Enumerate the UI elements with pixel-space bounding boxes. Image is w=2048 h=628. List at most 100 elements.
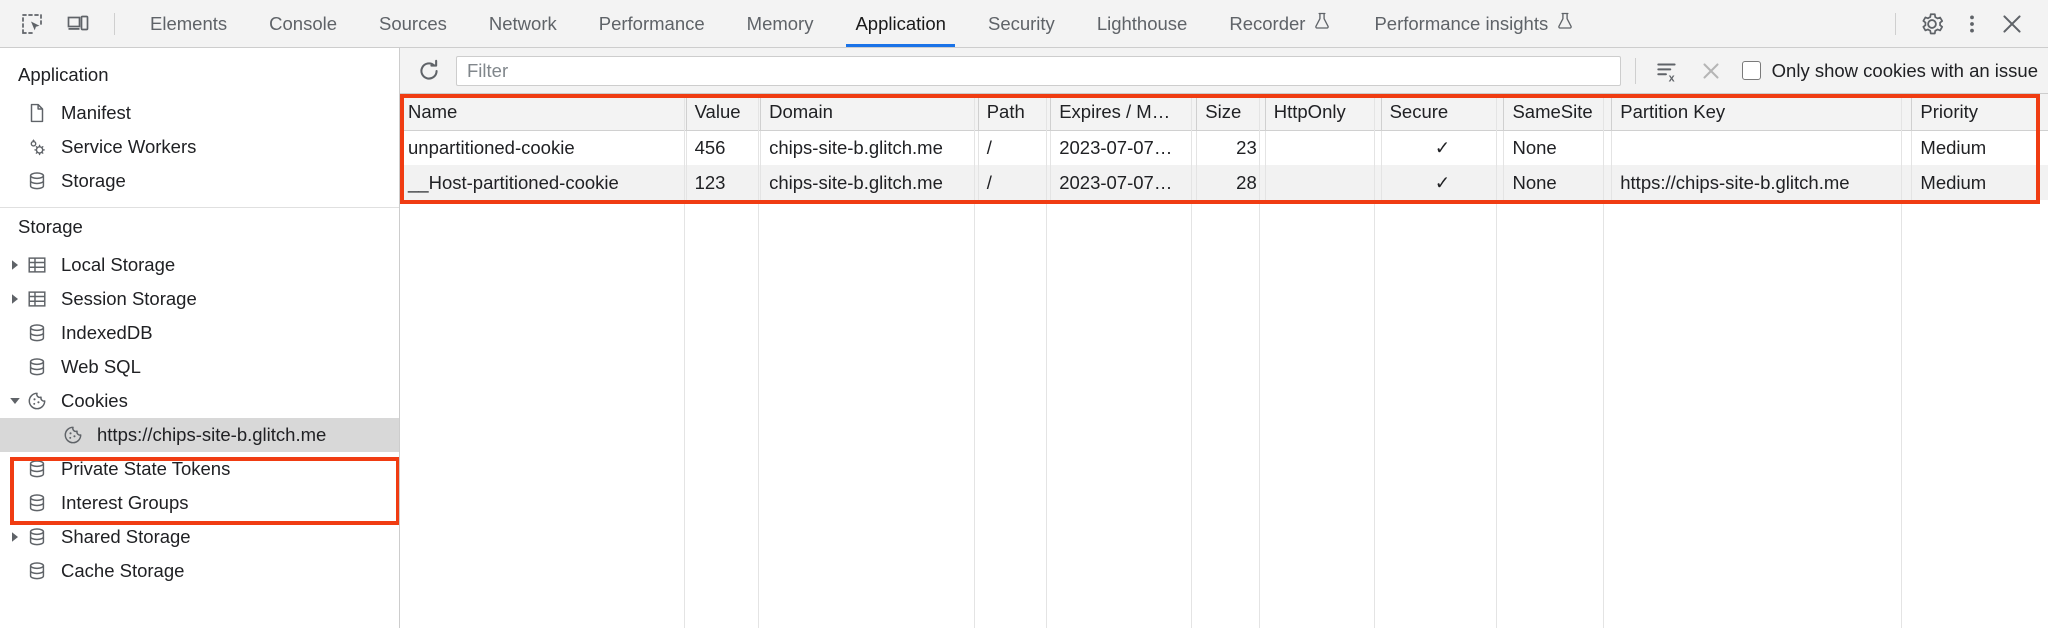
expand-triangle-collapsed-icon[interactable] [6, 528, 24, 546]
service-workers-gears-icon [26, 137, 54, 157]
tab-label: Performance insights [1374, 12, 1549, 34]
sidebar-item-label: Web SQL [61, 355, 141, 377]
column-header-path[interactable]: Path [978, 94, 1052, 131]
cell-priority: Medium [1911, 165, 2048, 200]
device-toolbar-icon[interactable] [60, 7, 96, 41]
sidebar-item-interest-groups[interactable]: Interest Groups [0, 486, 399, 520]
cell-priority: Medium [1911, 130, 2048, 165]
sidebar-item-label: IndexedDB [61, 321, 153, 343]
tab-performance[interactable]: Performance [578, 0, 726, 47]
expand-triangle-collapsed-icon[interactable] [6, 290, 24, 308]
sidebar-item-cache-storage[interactable]: Cache Storage [0, 554, 399, 588]
column-header-domain[interactable]: Domain [760, 94, 979, 131]
checkbox-box[interactable] [1741, 61, 1761, 80]
devtools-tab-bar: Elements Console Sources Network Perform… [0, 0, 2048, 48]
sidebar-item-cookies[interactable]: Cookies [0, 384, 399, 418]
clear-all-cookies-icon[interactable] [1694, 56, 1728, 86]
cell-size: 28 [1196, 165, 1266, 200]
filter-input[interactable] [456, 55, 1621, 86]
sidebar-item-label: Session Storage [61, 287, 197, 309]
sidebar-section-title-storage: Storage [18, 216, 83, 237]
sidebar-item-storage[interactable]: Storage [0, 164, 399, 198]
tab-label: Sources [379, 12, 447, 34]
more-options-icon[interactable] [1954, 7, 1990, 41]
database-icon [26, 493, 54, 513]
inspect-element-icon[interactable] [14, 7, 50, 41]
tab-memory[interactable]: Memory [726, 0, 835, 47]
expand-triangle-expanded-icon[interactable] [6, 392, 24, 410]
tab-sources[interactable]: Sources [358, 0, 468, 47]
sidebar-item-cookie-origin[interactable]: https://chips-site-b.glitch.me [0, 418, 399, 452]
sidebar-item-web-sql[interactable]: Web SQL [0, 350, 399, 384]
cell-value: 123 [686, 165, 762, 200]
devtools-body: Application Manifest [0, 48, 2048, 628]
database-icon [26, 527, 54, 547]
sidebar-item-local-storage[interactable]: Local Storage [0, 248, 399, 282]
cell-httponly [1265, 165, 1382, 200]
sidebar-item-session-storage[interactable]: Session Storage [0, 282, 399, 316]
cell-name: unpartitioned-cookie [400, 130, 687, 165]
column-header-samesite[interactable]: SameSite [1503, 94, 1613, 131]
tab-label: Network [488, 12, 557, 34]
tab-console[interactable]: Console [248, 0, 358, 47]
column-header-size[interactable]: Size [1196, 94, 1266, 131]
gear-icon[interactable] [1914, 7, 1950, 41]
tab-label: Application [855, 12, 946, 34]
cell-path: / [978, 130, 1052, 165]
tab-security[interactable]: Security [967, 0, 1076, 47]
tab-lighthouse[interactable]: Lighthouse [1076, 0, 1209, 47]
column-header-name[interactable]: Name [400, 94, 687, 131]
cell-path: / [978, 165, 1052, 200]
cell-expires-m: 2023-07-07… [1050, 165, 1198, 200]
tab-recorder[interactable]: Recorder [1208, 0, 1353, 47]
sidebar-item-shared-storage[interactable]: Shared Storage [0, 520, 399, 554]
table-grid-icon [26, 289, 54, 309]
clear-filter-icon[interactable]: x [1650, 56, 1684, 86]
sidebar-item-manifest[interactable]: Manifest [0, 96, 399, 130]
flask-experimental-icon [1555, 11, 1575, 36]
cell-name: __Host-partitioned-cookie [400, 165, 687, 200]
sidebar-group-application: Application Manifest [0, 56, 399, 208]
flask-experimental-icon [1312, 11, 1332, 36]
column-header-priority[interactable]: Priority [1911, 94, 2048, 131]
tab-elements[interactable]: Elements [129, 0, 248, 47]
sidebar-item-label: Local Storage [61, 253, 176, 275]
cookie-icon [62, 425, 90, 445]
cell-domain: chips-site-b.glitch.me [760, 130, 979, 165]
tab-network[interactable]: Network [468, 0, 578, 47]
sidebar-item-label: https://chips-site-b.glitch.me [97, 423, 327, 445]
column-header-expires-m[interactable]: Expires / M… [1050, 94, 1198, 131]
tab-performance-insights[interactable]: Performance insights [1353, 0, 1596, 47]
cell-expires-m: 2023-07-07… [1050, 130, 1198, 165]
tab-application[interactable]: Application [834, 0, 967, 47]
expand-triangle-collapsed-icon[interactable] [6, 256, 24, 274]
sidebar-item-service-workers[interactable]: Service Workers [0, 130, 399, 164]
panel-tabs: Elements Console Sources Network Perform… [129, 0, 1596, 47]
sidebar-item-private-state-tokens[interactable]: Private State Tokens [0, 452, 399, 486]
tab-label: Elements [150, 12, 228, 34]
only-show-issues-label: Only show cookies with an issue [1771, 59, 2038, 81]
column-header-secure[interactable]: Secure [1381, 94, 1505, 131]
database-icon [26, 323, 54, 343]
sidebar-item-label: Manifest [61, 101, 131, 123]
close-icon[interactable] [1994, 7, 2030, 41]
cell-size: 23 [1196, 130, 1266, 165]
column-header-value[interactable]: Value [686, 94, 762, 131]
column-header-httponly[interactable]: HttpOnly [1265, 94, 1382, 131]
sidebar-item-label: Service Workers [61, 135, 197, 157]
only-show-issues-checkbox[interactable]: Only show cookies with an issue [1741, 59, 2038, 82]
cell-partition-key: https://chips-site-b.glitch.me [1611, 165, 1913, 200]
sidebar-item-indexeddb[interactable]: IndexedDB [0, 316, 399, 350]
cell-secure: ✓ [1381, 130, 1505, 165]
manifest-document-icon [26, 103, 54, 123]
refresh-icon[interactable] [412, 56, 446, 86]
column-header-partition-key[interactable]: Partition Key [1611, 94, 1913, 131]
tab-label: Security [987, 12, 1055, 34]
